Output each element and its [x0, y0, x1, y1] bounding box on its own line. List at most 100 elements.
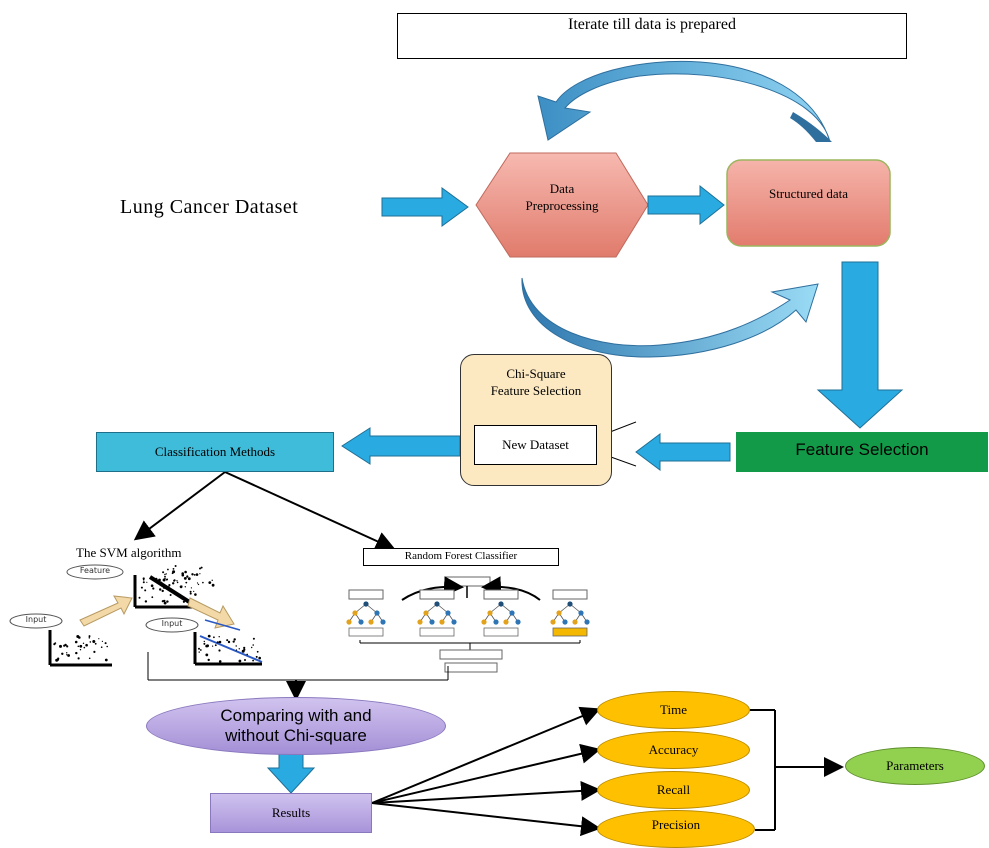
svm-scatter-dot [232, 640, 235, 643]
arrow-dataset-to-preprocessing [381, 187, 469, 227]
svm-scatter-dot [98, 638, 100, 640]
svm-scatter-dot [246, 653, 248, 656]
svm-scatter-dot [199, 573, 201, 575]
iterate-note-box: Iterate till data is prepared [397, 13, 907, 59]
svm-scatter-dot [214, 644, 217, 647]
svm-scatter-dot [205, 653, 209, 657]
svm-scatter-dot [164, 575, 166, 578]
svm-scatter-dot [218, 649, 221, 652]
svm-scatter-dot [182, 600, 185, 603]
svm-scatter-dot [163, 601, 167, 605]
svm-scatter-dot [159, 588, 162, 591]
line-to-svm [133, 471, 226, 541]
svm-scatter-dot [151, 596, 154, 599]
svm-scatter-dot [176, 581, 179, 584]
svm-scatter-dot [195, 573, 199, 576]
results-label: Results [271, 805, 311, 820]
svm-scatter-dot [218, 660, 222, 663]
arrow-feature-to-chi [635, 433, 731, 471]
svm-scatter-dot [211, 583, 215, 587]
svm-scatter-dot [189, 592, 192, 595]
svm-scatter-dot [252, 637, 255, 640]
svm-scatter-dot [184, 586, 186, 588]
svm-scatter-dot [85, 643, 88, 647]
arrow-results-to-precision [371, 802, 601, 837]
svm-scatter-dot [66, 645, 69, 648]
svm-scatter-dot [206, 644, 210, 648]
svm-scatter-dot [101, 640, 103, 643]
svm-scatter-dot [198, 651, 200, 653]
svm-scatter-dot [59, 644, 62, 648]
metric-oval-recall: Recall [597, 771, 750, 809]
svm-scatter-dot [159, 583, 162, 586]
rf-tree [481, 601, 521, 637]
svm-scatter-dot [202, 581, 204, 584]
svm-scatter-dot [211, 579, 213, 581]
svm-scatter-dot [82, 642, 85, 644]
arrow-chi-to-classification [341, 427, 461, 465]
svm-scatter-dot [88, 637, 91, 639]
svm-input-label-2: Input [161, 619, 183, 628]
svm-scatter-dot [55, 658, 59, 662]
svm-scatter-dot [165, 578, 168, 581]
svm-scatter-dot [104, 658, 108, 662]
svm-scatter-dot [191, 573, 194, 576]
arrow-results-to-time [371, 706, 601, 804]
svm-scatter-dot [89, 641, 92, 643]
svm-scatter-dot [168, 584, 171, 587]
svm-scatter-dot [179, 593, 181, 596]
svm-scatter-dot [161, 589, 164, 593]
svm-scatter-dot [173, 579, 176, 582]
svm-scatter-dot [64, 643, 67, 647]
svm-scatter-dot [203, 640, 205, 643]
svm-scatter-dot [252, 659, 255, 662]
svm-scatter-dot [94, 642, 97, 645]
svm-scatter-dot [193, 590, 195, 593]
metric-oval-precision: Precision [597, 810, 755, 848]
svm-scatter-dot [199, 649, 202, 651]
metric-oval-time: Time [597, 691, 750, 729]
svm-scatter-dot [185, 581, 188, 584]
dataset-label: Lung Cancer Dataset [120, 196, 299, 218]
metric-label-precision: Precision [651, 817, 701, 832]
arrow-preprocessing-to-structured [647, 184, 725, 226]
svm-scatter-dot [77, 645, 80, 648]
svm-label: The SVM algorithm [76, 545, 182, 560]
svm-scatter-dot [165, 573, 167, 575]
svm-scatter-dot [176, 580, 178, 582]
svm-scatter-dot [194, 594, 197, 596]
svm-scatter-dot [106, 645, 108, 648]
loop-arrow-bottom [521, 277, 819, 358]
random-forest-box: Random Forest Classifier [363, 548, 559, 566]
rf-tree [550, 601, 590, 637]
svm-scatter-dot [74, 640, 78, 644]
svm-scatter-dot [164, 577, 166, 580]
classification-methods-box: Classification Methods [96, 432, 334, 472]
classification-methods-label: Classification Methods [154, 444, 276, 459]
svm-scatter-dot [244, 659, 246, 661]
svm-scatter-dot [88, 635, 91, 638]
svm-scatter-dot [187, 577, 191, 581]
svm-scatter-dot [180, 597, 183, 600]
parameters-oval: Parameters [845, 747, 985, 785]
svm-scatter-dot [67, 654, 70, 657]
results-box: Results [210, 793, 372, 833]
svm-scatter-dot [100, 646, 103, 648]
parameters-label: Parameters [886, 758, 944, 773]
svm-scatter-dot [193, 574, 196, 576]
svm-scatter-dot [238, 659, 242, 663]
arrow-comparing-to-results [266, 751, 316, 794]
rf-tree [346, 601, 386, 637]
preprocessing-label: Data Preprocessing [525, 181, 599, 213]
svm-scatter-dot [172, 582, 175, 585]
svm-scatter-dot [75, 651, 78, 655]
svm-scatter-dot [57, 659, 60, 661]
svm-scatter-dot [190, 587, 192, 589]
svm-scatter-dot [218, 636, 220, 638]
arrow-results-to-recall [371, 780, 601, 804]
svm-scatter-dot [189, 590, 192, 593]
new-dataset-box: New Dataset [474, 425, 597, 465]
svm-scatter-dot [251, 646, 253, 649]
svm-scatter-dot [184, 570, 187, 574]
